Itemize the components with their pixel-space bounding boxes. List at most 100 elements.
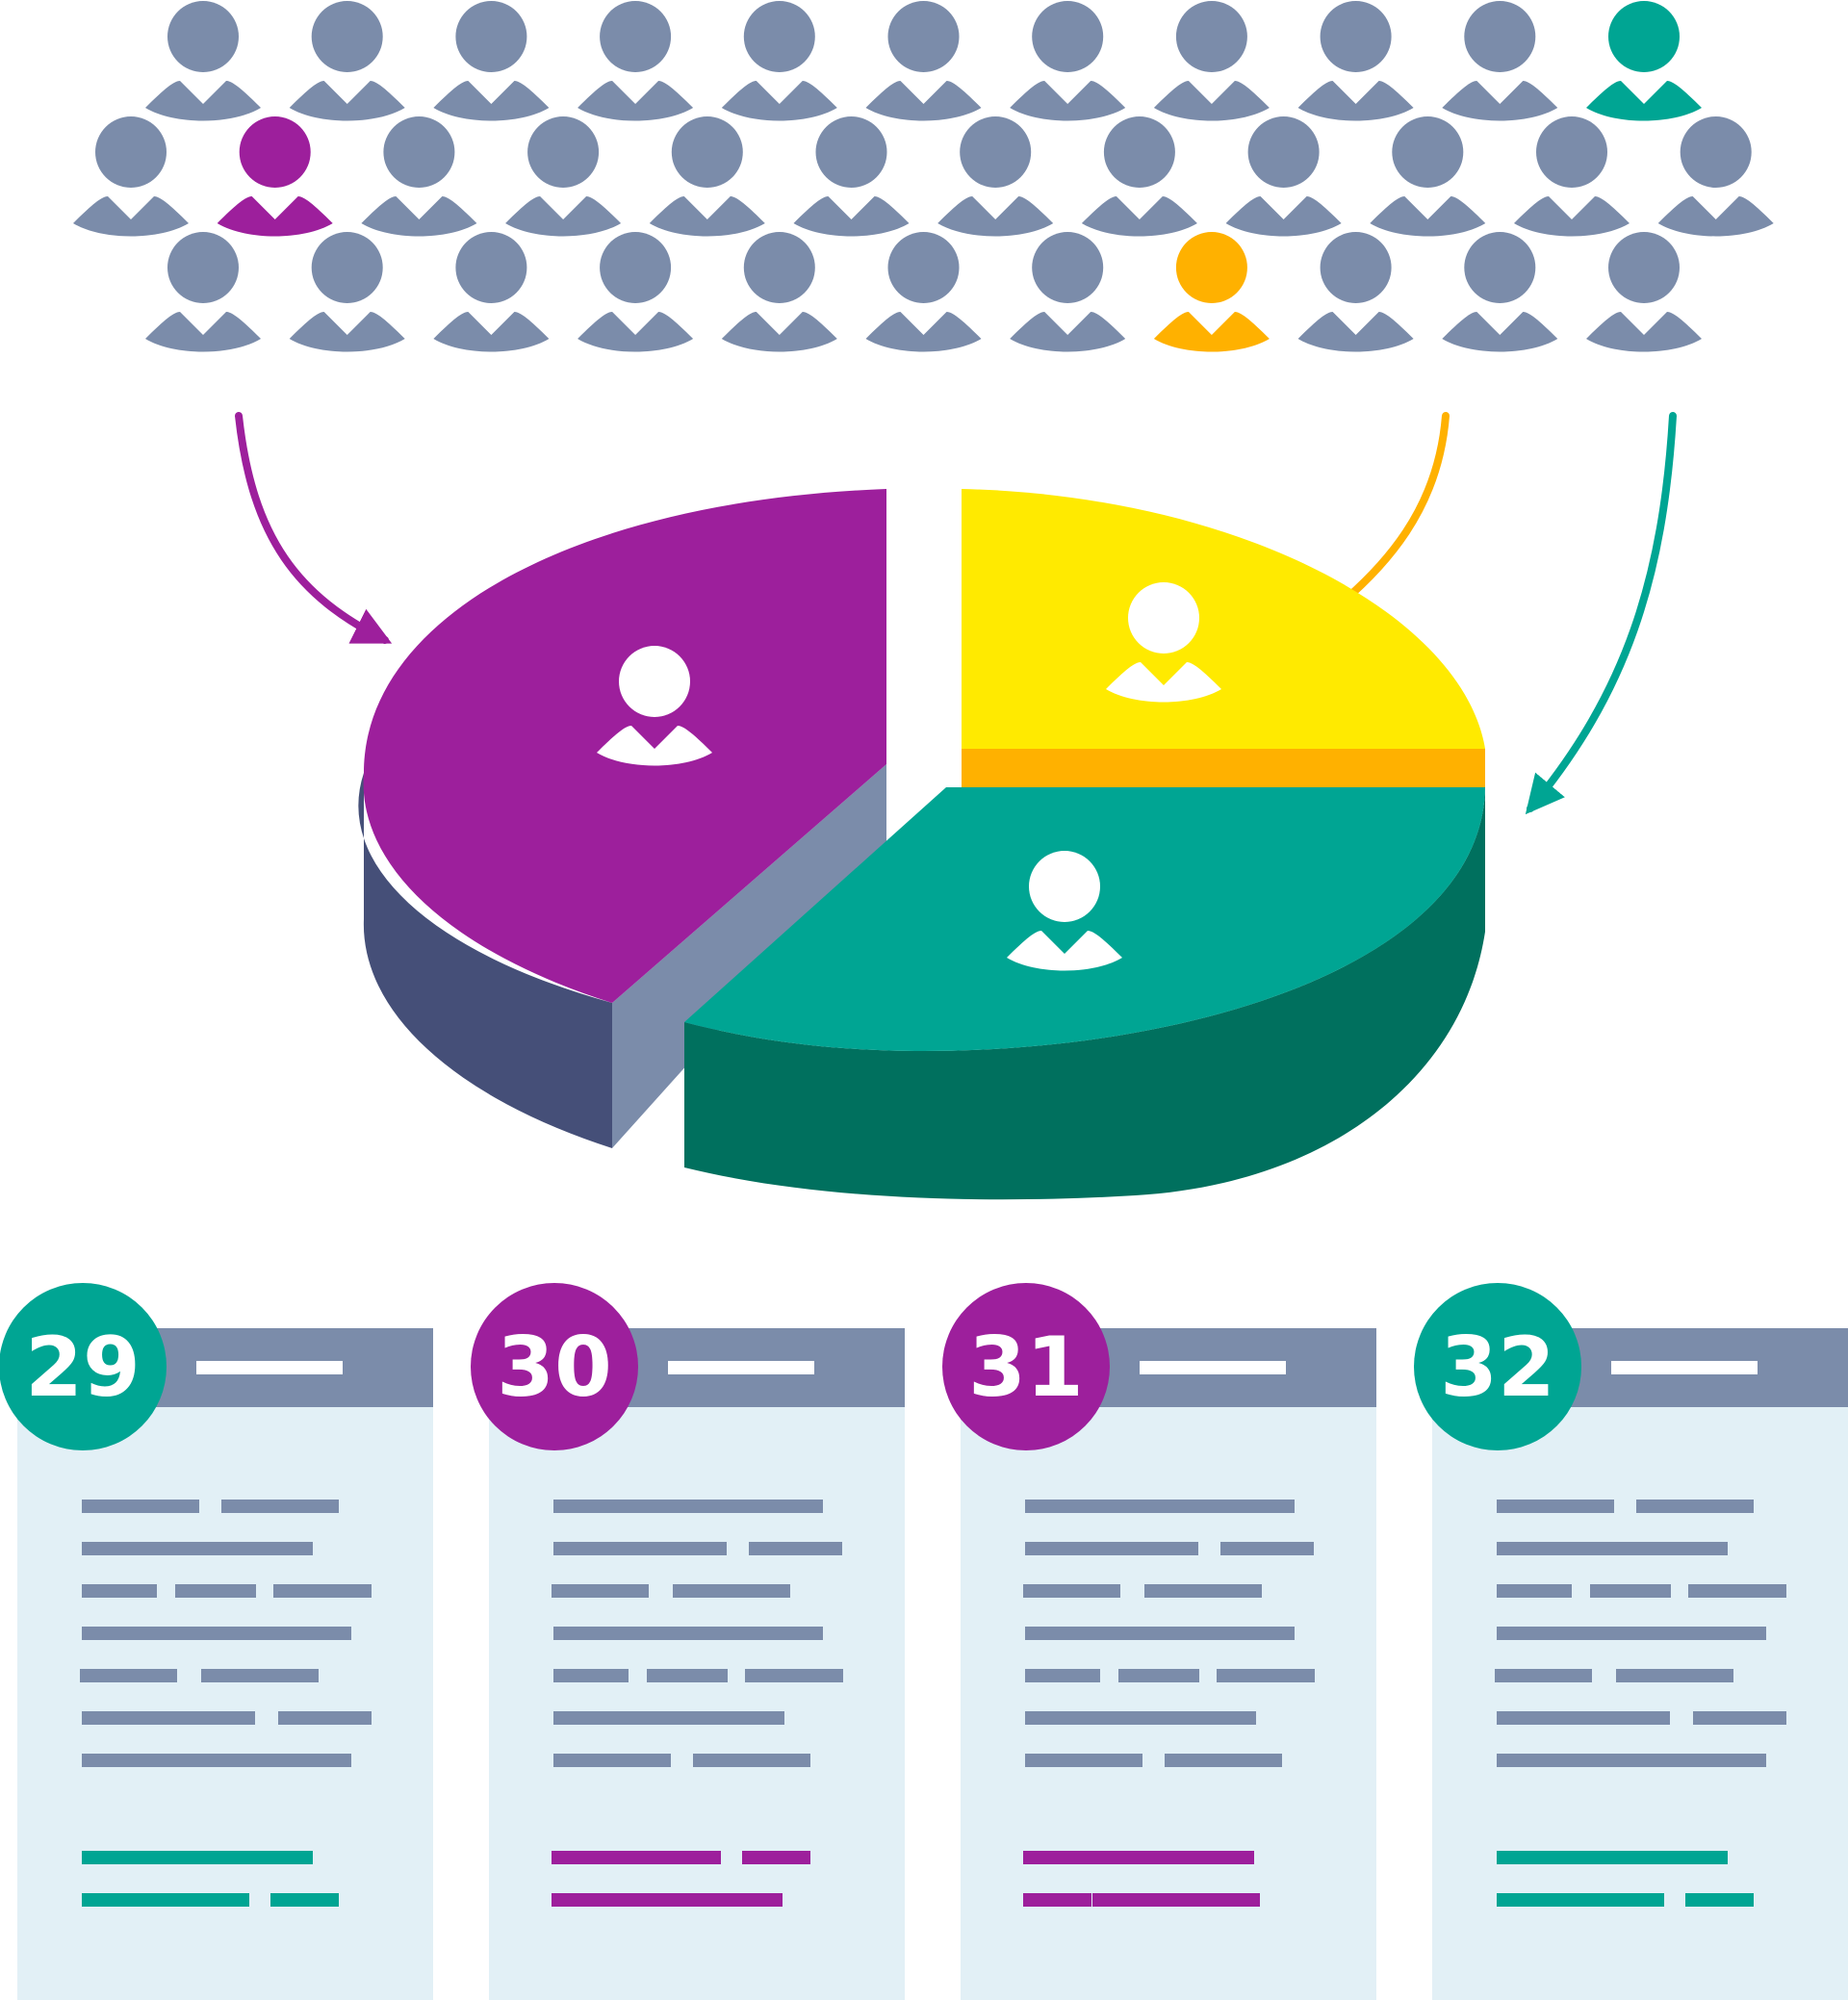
person-icon	[793, 116, 910, 237]
person-icon	[289, 232, 405, 352]
text-line	[553, 1711, 784, 1725]
text-line	[693, 1754, 810, 1767]
person-icon	[73, 116, 189, 237]
person-icon	[578, 1, 694, 121]
text-line	[749, 1542, 842, 1555]
number-badge	[471, 1283, 638, 1450]
person-icon	[1010, 1, 1126, 121]
card-number: 31	[968, 1320, 1084, 1416]
accent-line	[1497, 1893, 1664, 1907]
person-icon	[1081, 116, 1197, 237]
teal-slice-side	[684, 787, 1485, 1200]
text-line	[1688, 1584, 1786, 1598]
accent-line	[1023, 1893, 1091, 1907]
accent-line	[270, 1893, 339, 1907]
card-header-line	[1611, 1361, 1758, 1374]
person-icon	[578, 232, 694, 352]
person-icon	[505, 116, 622, 237]
accent-line	[1497, 1851, 1728, 1864]
text-line	[221, 1500, 339, 1513]
person-icon	[1106, 582, 1221, 703]
card-header-line	[668, 1361, 814, 1374]
person-icon	[937, 116, 1054, 237]
accent-line	[1685, 1893, 1754, 1907]
person-icon	[217, 116, 333, 237]
person-icon	[361, 116, 477, 237]
accent-line	[1023, 1851, 1254, 1864]
card-number: 32	[1440, 1320, 1555, 1416]
card-number: 30	[497, 1320, 612, 1416]
person-icon	[865, 232, 982, 352]
person-icon	[145, 1, 261, 121]
person-icon	[1514, 116, 1630, 237]
person-icon	[1586, 232, 1702, 352]
person-icon	[865, 1, 982, 121]
cards-row: 29 30 31 32	[0, 1283, 1848, 2000]
person-icon	[1225, 116, 1342, 237]
text-line	[1497, 1627, 1766, 1640]
person-icon	[1153, 232, 1270, 352]
text-line	[82, 1542, 313, 1555]
text-line	[1144, 1584, 1262, 1598]
text-line	[1497, 1542, 1728, 1555]
text-line	[1023, 1584, 1120, 1598]
pie-chart	[358, 489, 1485, 1200]
text-line	[1497, 1711, 1670, 1725]
text-line	[82, 1754, 351, 1767]
text-line	[1025, 1627, 1295, 1640]
purple-slice-cut-face	[612, 764, 886, 1148]
yellow-slice	[962, 489, 1485, 749]
text-line	[278, 1711, 372, 1725]
text-line	[82, 1627, 351, 1640]
accent-line	[552, 1851, 721, 1864]
card-number: 29	[25, 1320, 141, 1416]
text-line	[1590, 1584, 1671, 1598]
text-line	[745, 1669, 843, 1682]
card: 29	[0, 1283, 433, 2000]
person-icon	[1297, 1, 1414, 121]
person-icon	[433, 1, 550, 121]
text-line	[1025, 1669, 1100, 1682]
text-line	[1025, 1754, 1142, 1767]
text-line	[82, 1711, 255, 1725]
purple-slice-side	[358, 773, 612, 1148]
text-line	[553, 1754, 671, 1767]
person-icon	[145, 232, 261, 352]
text-line	[175, 1584, 256, 1598]
text-line	[1025, 1542, 1198, 1555]
person-icon	[1370, 116, 1486, 237]
text-line	[1497, 1584, 1572, 1598]
person-icon	[721, 232, 837, 352]
text-line	[1118, 1669, 1199, 1682]
text-line	[647, 1669, 728, 1682]
person-icon	[1010, 232, 1126, 352]
person-icon	[433, 232, 550, 352]
text-line	[1025, 1500, 1295, 1513]
people-crowd	[73, 1, 1774, 352]
person-icon	[1442, 1, 1558, 121]
text-line	[1616, 1669, 1733, 1682]
accent-line	[552, 1893, 783, 1907]
card-header-line	[196, 1361, 343, 1374]
pie-person-icons	[597, 582, 1221, 971]
number-badge	[942, 1283, 1110, 1450]
person-icon	[1007, 851, 1122, 971]
person-icon	[597, 646, 712, 766]
text-line	[553, 1542, 727, 1555]
teal-slice	[684, 787, 1485, 1051]
text-line	[273, 1584, 372, 1598]
text-line	[1220, 1542, 1314, 1555]
text-line	[80, 1669, 177, 1682]
accent-line	[1092, 1893, 1260, 1907]
teal-arrow	[1525, 412, 1677, 815]
card: 32	[1414, 1283, 1848, 2000]
text-line	[553, 1669, 629, 1682]
person-icon	[1586, 1, 1702, 121]
text-line	[1495, 1669, 1592, 1682]
person-icon	[1442, 232, 1558, 352]
text-line	[553, 1627, 823, 1640]
person-icon	[721, 1, 837, 121]
card-header-line	[1140, 1361, 1286, 1374]
accent-line	[742, 1851, 810, 1864]
